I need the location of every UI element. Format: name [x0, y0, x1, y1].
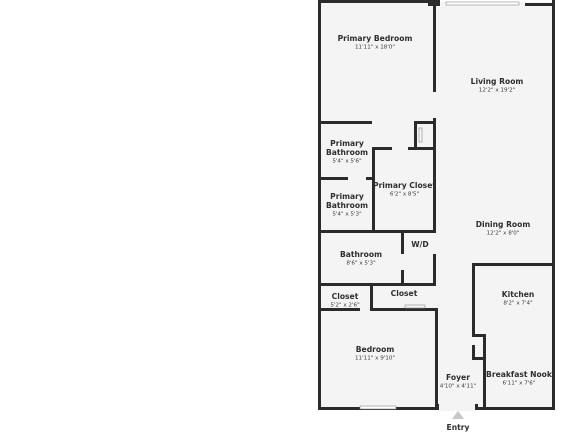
entry-jamb-right: [475, 404, 478, 410]
outer-wall-left: [318, 0, 321, 410]
wall-primary-bath-split: [318, 177, 348, 180]
wall-bathroom-bottom: [318, 283, 436, 286]
dims-dining-room: 12'2" x 8'0": [487, 231, 520, 237]
wall-bathroom-right-lower: [401, 270, 404, 284]
dims-foyer: 4'10" x 4'11": [440, 384, 477, 390]
label-primary-closet: Primary Closet: [373, 181, 436, 190]
window-top: [445, 1, 520, 6]
closet-door-hall[interactable]: [404, 304, 426, 309]
label-bedroom: Bedroom: [356, 345, 395, 354]
wall-closets-bottom-right: [370, 308, 438, 311]
wall-primary-bedroom-bottom: [318, 121, 372, 124]
label-kitchen: Kitchen: [502, 290, 535, 299]
wall-primary-block-bottom: [318, 230, 436, 233]
label-primary-bedroom: Primary Bedroom: [338, 34, 413, 43]
label-primary-bathroom-2-line2: Bathroom: [326, 201, 368, 210]
label-primary-bathroom-2-line1: Primary: [330, 192, 364, 201]
wall-closets-bottom: [318, 308, 360, 311]
dims-primary-bedroom: 11'11" x 18'0": [355, 45, 395, 51]
dims-primary-bathroom-1: 5'4" x 5'6": [332, 159, 362, 165]
closet-door-primary[interactable]: [418, 127, 423, 143]
wall-bedroom-foyer: [435, 310, 438, 408]
label-entry: Entry: [447, 423, 470, 432]
wall-primary-closet-entry-top: [414, 121, 434, 124]
dims-bedroom: 11'11" x 9'10": [355, 356, 395, 362]
label-primary-bathroom-1-line2: Bathroom: [326, 148, 368, 157]
wall-kitchen-top: [472, 263, 554, 266]
wall-primary-bath-closet: [372, 147, 375, 230]
dims-living-room: 12'2" x 19'2": [479, 88, 516, 94]
wall-closet-small-right: [370, 283, 373, 310]
wall-kitchen-left-upper: [472, 263, 475, 335]
wall-kitchen-left-stub: [472, 357, 486, 360]
label-bathroom: Bathroom: [340, 250, 382, 259]
label-breakfast-nook: Breakfast Nook: [486, 370, 553, 379]
wall-primary-closet-top-left: [372, 147, 392, 150]
outer-wall-top-right: [525, 3, 555, 6]
wall-primary-closet-top-right: [408, 147, 436, 150]
entry-jamb-left: [436, 404, 439, 410]
dims-kitchen: 8'2" x 7'4": [503, 301, 533, 307]
wall-closet-nib: [414, 121, 417, 147]
dims-primary-bathroom-2: 5'4" x 5'3": [332, 212, 362, 218]
dims-bathroom: 8'6" x 5'3": [346, 261, 376, 267]
wall-primary-bath-split-right: [366, 177, 374, 180]
wall-bathroom-right: [401, 230, 404, 254]
outer-wall-right: [552, 0, 555, 410]
entry-opening: [439, 406, 475, 411]
wall-primary-bedroom-living: [433, 0, 436, 92]
wall-closet-living: [433, 118, 436, 230]
wall-kitchen-left-lower: [472, 345, 475, 357]
wall-wd-hall: [433, 254, 436, 284]
window-bedroom: [359, 405, 397, 410]
dims-primary-closet: 6'2" x 8'5": [390, 192, 420, 198]
wall-kitchen-counter-right: [483, 334, 486, 408]
label-closet-hall: Closet: [391, 289, 418, 298]
dims-breakfast-nook: 6'11" x 7'6": [503, 381, 536, 387]
dims-closet-small: 5'2" x 2'6": [330, 303, 360, 309]
label-dining-room: Dining Room: [476, 220, 531, 229]
label-foyer: Foyer: [446, 373, 470, 382]
wall-kitchen-counter-top: [472, 334, 486, 337]
label-primary-bathroom-1-line1: Primary: [330, 139, 364, 148]
label-closet-small: Closet: [332, 292, 359, 301]
label-wd: W/D: [411, 240, 428, 249]
outer-wall-top-left: [318, 0, 430, 3]
label-living-room: Living Room: [471, 77, 524, 86]
entry-arrow-icon: [452, 411, 464, 419]
